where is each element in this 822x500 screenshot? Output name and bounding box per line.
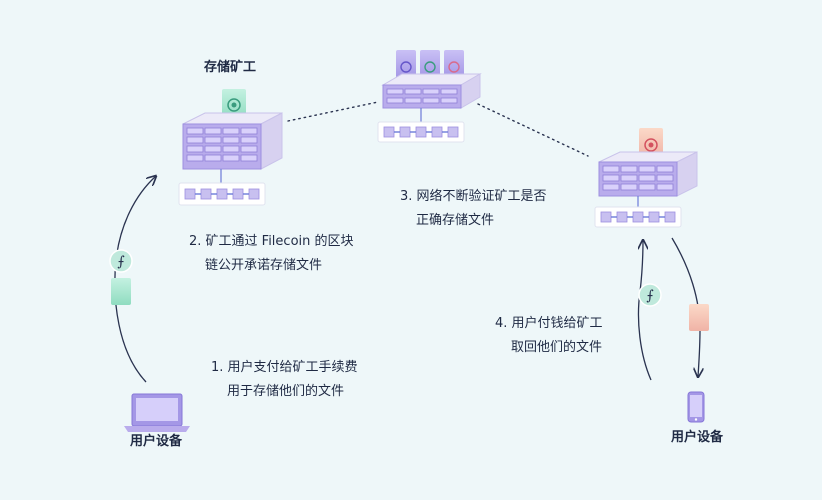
step-1-line-2: 用于存储他们的文件 [227,384,345,399]
blockchain-top-icon [377,121,465,143]
document-icon [111,278,131,305]
step-2-line-2: 链公开承诺存储文件 [205,258,323,273]
document-icon [689,304,709,331]
filecoin-coin-icon: ⨍ [638,283,662,307]
miner-title: 存储矿工 [204,60,257,75]
user-device-right-label: 用户设备 [671,430,724,445]
blockchain-left-icon [178,182,266,206]
certificate-icon [222,89,246,119]
certificate-icon [639,128,663,158]
miner-server-left-icon [182,89,283,183]
blockchain-right-icon [594,206,682,228]
step-1-line-1: 1. 用户支付给矿工手续费 [211,360,358,375]
laptop-icon [124,393,190,432]
network-server-icon [381,50,482,122]
step-1-caption: 1. 用户支付给矿工手续费 用于存储他们的文件 [211,356,358,404]
step-2-line-1: 2. 矿工通过 Filecoin 的区块 [189,234,354,249]
user-device-left-label: 用户设备 [130,434,183,449]
network-link-left [287,101,379,122]
step-4-caption: 4. 用户付钱给矿工 取回他们的文件 [495,312,603,360]
step-3-line-1: 3. 网络不断验证矿工是否 [400,189,547,204]
filecoin-coin-icon: ⨍ [109,249,133,273]
step-2-caption: 2. 矿工通过 Filecoin 的区块 链公开承诺存储文件 [189,230,354,278]
payment-arrow-right [638,240,652,381]
step-3-caption: 3. 网络不断验证矿工是否 正确存储文件 [400,185,547,233]
step-3-line-2: 正确存储文件 [416,213,495,228]
phone-icon [687,391,705,423]
miner-server-right-icon [598,128,698,207]
filecoin-symbol: ⨍ [117,254,124,270]
step-4-line-2: 取回他们的文件 [511,340,603,355]
document-icon [396,50,464,78]
network-link-right [477,103,589,157]
filecoin-symbol: ⨍ [646,288,653,304]
step-4-line-1: 4. 用户付钱给矿工 [495,316,603,331]
